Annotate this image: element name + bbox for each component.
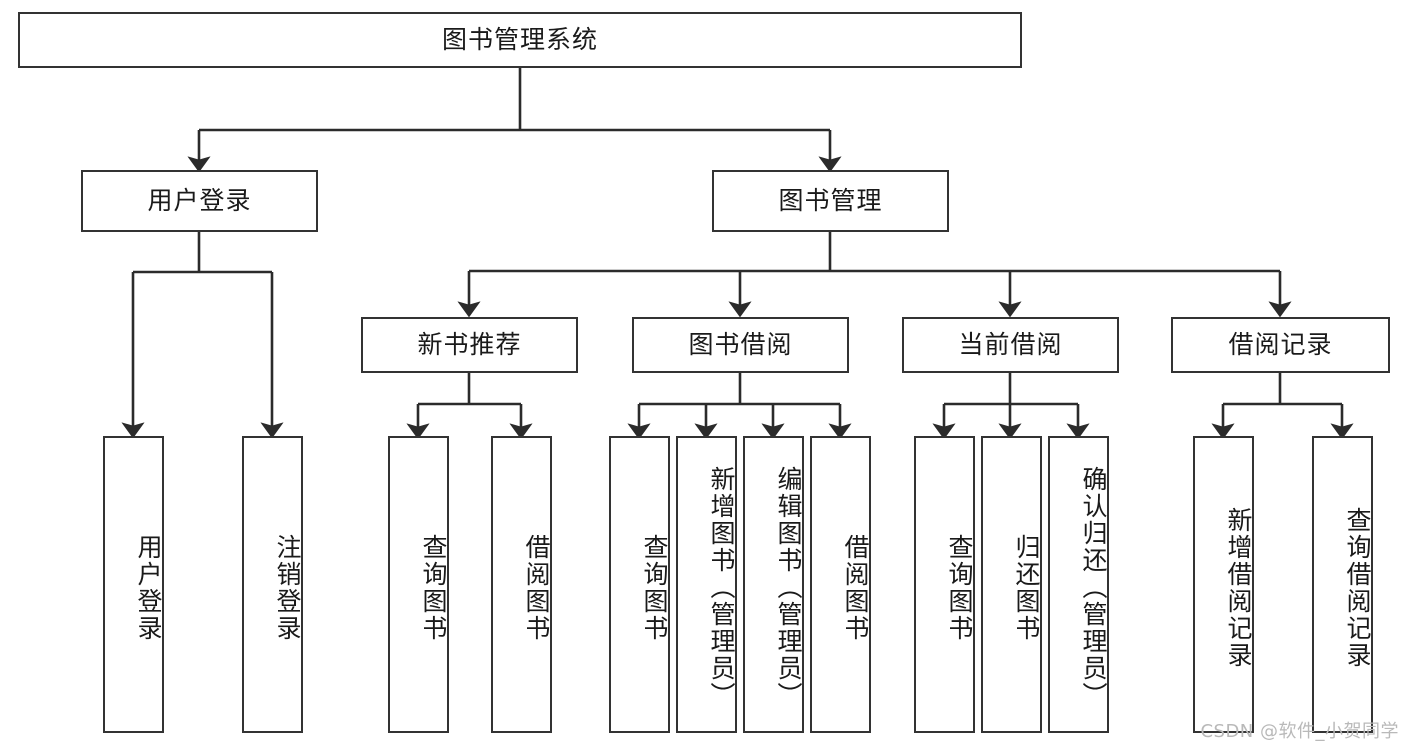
node-root-system[interactable]: 图书管理系统 (18, 12, 1022, 68)
node-label: 用户登录 (147, 186, 252, 216)
leaf-new-book-borrow[interactable]: 借阅图书 (491, 436, 552, 733)
node-label: 借阅记录 (1228, 330, 1333, 360)
node-label: 查询借阅记录 (1343, 506, 1372, 669)
leaf-borrow-record-query[interactable]: 查询借阅记录 (1312, 436, 1373, 733)
node-label: 图书借阅 (688, 330, 793, 360)
node-label: 新增图书（管理员） (707, 466, 736, 709)
node-new-book-recommend[interactable]: 新书推荐 (361, 317, 578, 373)
node-label: 用户登录 (134, 533, 163, 642)
node-book-manage[interactable]: 图书管理 (712, 170, 949, 232)
leaf-book-borrow-add[interactable]: 新增图书（管理员） (676, 436, 737, 733)
node-label: 查询图书 (419, 533, 448, 642)
leaf-book-borrow-borrow[interactable]: 借阅图书 (810, 436, 871, 733)
leaf-current-borrow-confirm[interactable]: 确认归还（管理员） (1048, 436, 1109, 733)
node-label: 查询图书 (640, 533, 669, 642)
leaf-current-borrow-return[interactable]: 归还图书 (981, 436, 1042, 733)
node-label: 借阅图书 (841, 533, 870, 642)
watermark-text: CSDN @软件_小贺同学 (1200, 721, 1399, 742)
leaf-new-book-query[interactable]: 查询图书 (388, 436, 449, 733)
node-label: 新增借阅记录 (1224, 506, 1253, 669)
leaf-current-borrow-query[interactable]: 查询图书 (914, 436, 975, 733)
node-label: 当前借阅 (958, 330, 1063, 360)
node-label: 归还图书 (1012, 533, 1041, 642)
node-label: 确认归还（管理员） (1079, 466, 1108, 709)
node-label: 新书推荐 (417, 330, 522, 360)
leaf-user-login-login[interactable]: 用户登录 (103, 436, 164, 733)
node-borrow-record[interactable]: 借阅记录 (1171, 317, 1390, 373)
node-label: 查询图书 (945, 533, 974, 642)
node-user-login[interactable]: 用户登录 (81, 170, 318, 232)
node-book-borrow[interactable]: 图书借阅 (632, 317, 849, 373)
node-current-borrow[interactable]: 当前借阅 (902, 317, 1119, 373)
leaf-book-borrow-edit[interactable]: 编辑图书（管理员） (743, 436, 804, 733)
leaf-user-login-logout[interactable]: 注销登录 (242, 436, 303, 733)
node-label: 图书管理系统 (441, 25, 598, 55)
node-label: 图书管理 (778, 186, 883, 216)
node-label: 注销登录 (273, 533, 302, 642)
node-label: 编辑图书（管理员） (774, 466, 803, 709)
leaf-book-borrow-query[interactable]: 查询图书 (609, 436, 670, 733)
leaf-borrow-record-add[interactable]: 新增借阅记录 (1193, 436, 1254, 733)
node-label: 借阅图书 (522, 533, 551, 642)
